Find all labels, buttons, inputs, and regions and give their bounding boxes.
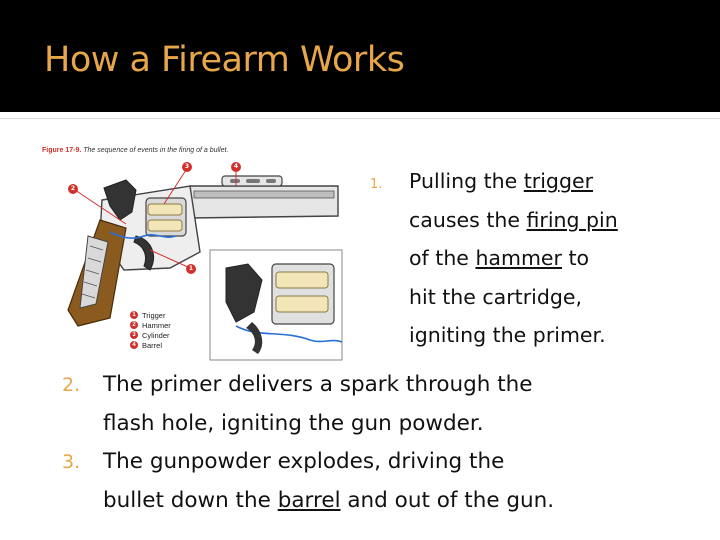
step-number: 2. — [62, 374, 81, 396]
step-text: Pulling the — [409, 169, 524, 193]
step-line: The gunpowder explodes, driving the — [103, 443, 712, 482]
step-keyword: trigger — [523, 169, 593, 193]
step-text: causes the — [409, 207, 527, 232]
legend-item: 1 Trigger — [130, 310, 171, 320]
callout-marker-2: 2 — [68, 184, 78, 194]
step-keyword: firing pin — [526, 207, 618, 232]
step-line: flash hole, igniting the gun powder. — [103, 405, 712, 444]
step-number: 1. — [370, 177, 383, 192]
step-item: 2. The primer delivers a spark through th… — [62, 366, 712, 443]
steps-list-bottom: 2. The primer delivers a spark through th… — [62, 366, 712, 520]
step-text: The primer delivers a spark through the — [103, 372, 533, 397]
step-text: to — [561, 246, 590, 270]
legend-number: 3 — [130, 331, 138, 339]
step-line: causes the firing pin — [409, 201, 710, 240]
revolver-illustration — [67, 169, 343, 361]
step-item: 3. The gunpowder explodes, driving the bul… — [62, 443, 712, 520]
figure-caption-number: Figure 17-9. — [42, 147, 82, 154]
step-text: The gunpowder explodes, driving the — [103, 449, 505, 474]
step-number: 3. — [62, 451, 81, 473]
legend-label: Trigger — [142, 310, 166, 320]
step-line: bullet down the barrel and out of the gu… — [103, 482, 712, 521]
legend-number: 2 — [130, 321, 138, 329]
revolver-main — [67, 175, 339, 327]
step-line: Pulling the trigger — [409, 162, 710, 201]
legend-label: Barrel — [142, 340, 163, 350]
step-line: of the hammer to — [409, 239, 710, 278]
slide-title: How a Firearm Works — [44, 40, 405, 80]
legend-item: 2 Hammer — [130, 320, 171, 330]
callout-marker-1: 1 — [186, 264, 196, 274]
revolver-figure: Figure 17-9. The sequence of events in t… — [40, 140, 350, 362]
figure-caption-text: The sequence of events in the firing of … — [83, 147, 229, 154]
legend-item: 3 Cylinder — [130, 330, 171, 340]
step-text: flash hole, igniting the gun powder. — [103, 410, 484, 436]
step-text: and out of the gun. — [340, 487, 555, 513]
figure-caption: Figure 17-9. The sequence of events in t… — [42, 147, 228, 154]
step-line: hit the cartridge, — [409, 278, 710, 317]
title-bar: How a Firearm Works — [0, 0, 720, 112]
step-text: hit the cartridge, — [409, 284, 582, 309]
step-text: of the — [409, 246, 476, 270]
revolver-detail-inset — [209, 249, 343, 361]
legend-label: Cylinder — [142, 330, 170, 340]
legend-item: 4 Barrel — [130, 340, 171, 350]
step-text: igniting the primer. — [409, 323, 606, 347]
step-keyword: barrel — [277, 487, 341, 513]
legend-label: Hammer — [142, 320, 171, 330]
step-line: igniting the primer. — [409, 316, 710, 355]
legend-number: 1 — [130, 311, 138, 319]
step-text: bullet down the — [103, 487, 278, 513]
step-line: The primer delivers a spark through the — [103, 366, 712, 405]
title-divider — [0, 112, 720, 116]
callout-marker-3: 3 — [182, 162, 192, 172]
step-keyword: hammer — [475, 246, 562, 270]
legend-number: 4 — [130, 341, 138, 349]
callout-marker-4: 4 — [231, 162, 241, 172]
title-divider-line — [0, 118, 720, 119]
figure-legend: 1 Trigger 2 Hammer 3 Cylinder 4 Barrel — [130, 310, 171, 350]
